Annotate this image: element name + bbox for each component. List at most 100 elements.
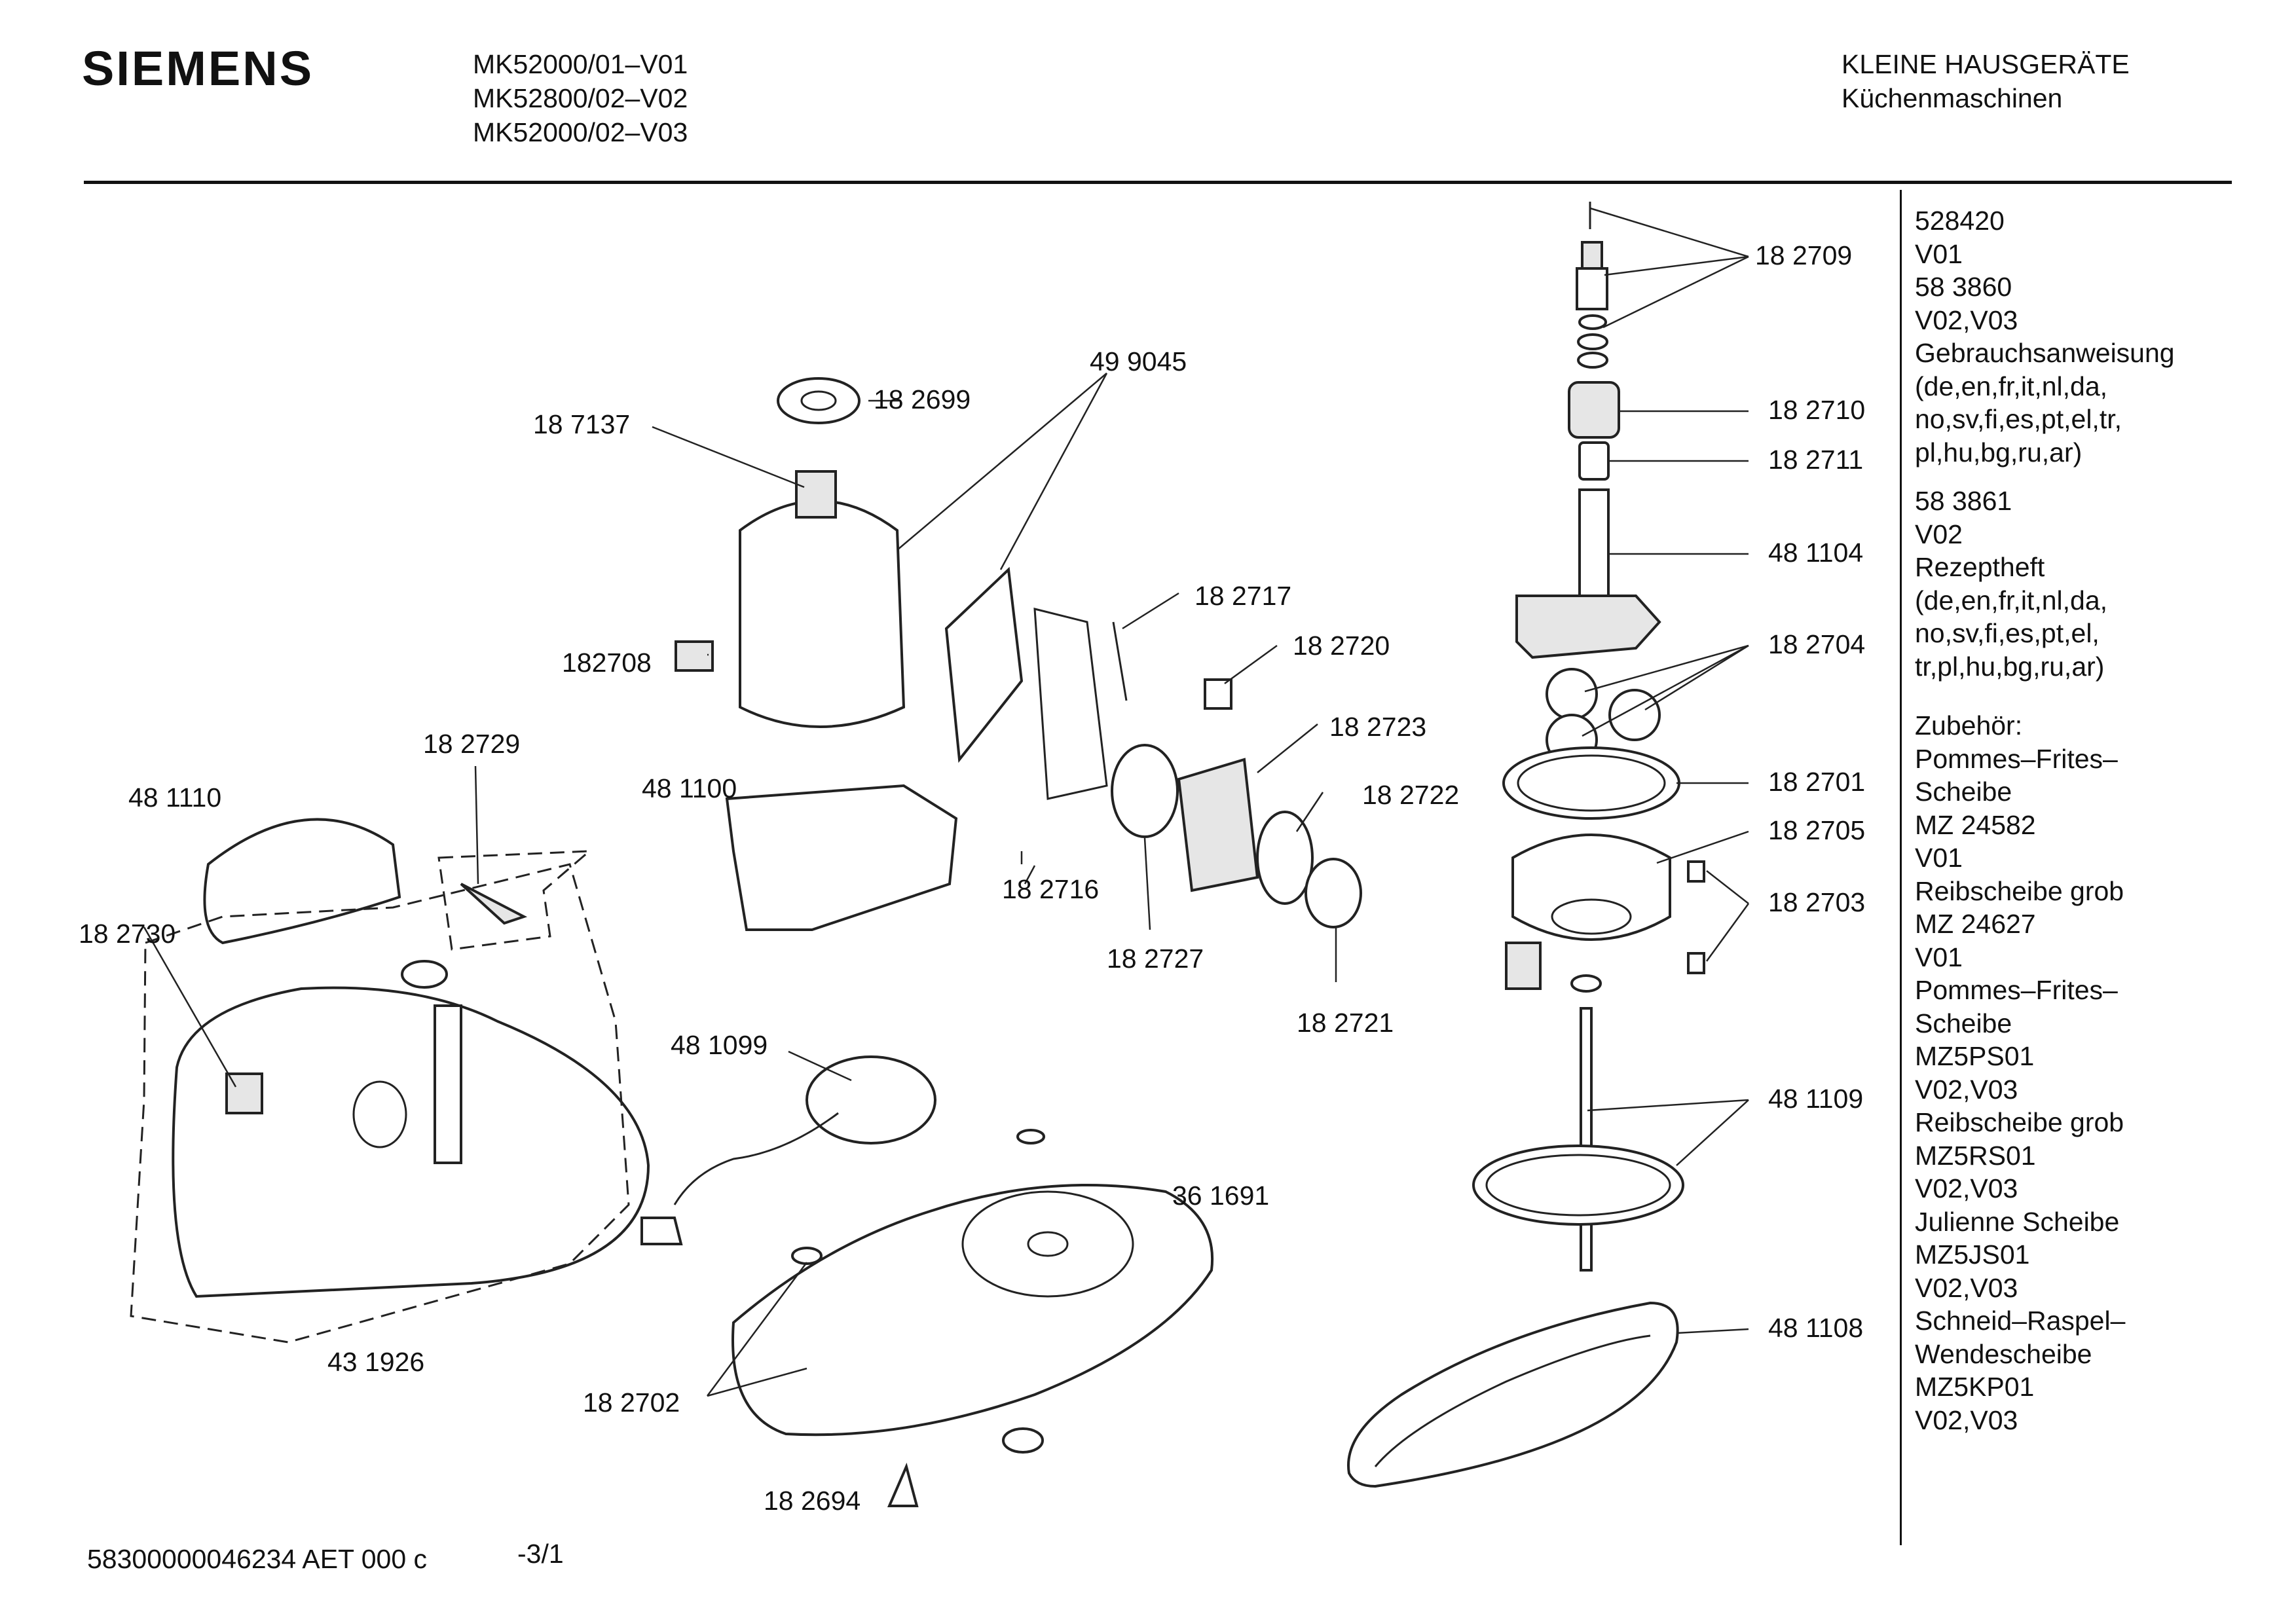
drive-shaft-assembly xyxy=(1515,202,1661,659)
sidebar-group-accessories: Zubehör: Pommes–Frites– Scheibe MZ 24582… xyxy=(1915,709,2282,1437)
sidebar-line: Rezeptheft xyxy=(1915,552,2045,582)
base-assembly xyxy=(640,1055,1214,1507)
sidebar-divider xyxy=(1900,190,1902,1545)
part-number-label: 18 2716 xyxy=(1002,874,1099,904)
sidebar-line: MZ5JS01 xyxy=(1915,1239,2030,1270)
parts-sidebar: 528420 V01 58 3860 V02,V03 Gebrauchsanwe… xyxy=(1915,204,2282,1437)
part-number-label: 182708 xyxy=(562,648,652,678)
sidebar-line: V02,V03 xyxy=(1915,1404,2018,1435)
part-number-label: 18 2709 xyxy=(1755,240,1852,270)
sidebar-line: Julienne Scheibe xyxy=(1915,1206,2120,1237)
part-number-label: 18 7137 xyxy=(533,409,630,439)
sidebar-line: V02 xyxy=(1915,519,1963,549)
bushing xyxy=(1687,952,1705,974)
category-heading: KLEINE HAUSGERÄTE Küchenmaschinen xyxy=(1842,47,2130,115)
shaft-flange xyxy=(1515,595,1661,659)
bushing xyxy=(1578,441,1610,481)
circuit-board xyxy=(944,566,1024,763)
part-number-label: 18 2730 xyxy=(79,919,176,949)
header-divider xyxy=(84,181,2232,184)
spring xyxy=(401,960,448,989)
base-plate xyxy=(731,1184,1214,1437)
coupling-sleeve xyxy=(1568,381,1620,439)
gear-housing-hub xyxy=(1551,898,1632,935)
washer xyxy=(1570,974,1602,993)
belt-pulley-inner xyxy=(1485,1154,1671,1217)
part-number-label: 18 2704 xyxy=(1768,629,1865,659)
part-number-label: 48 1110 xyxy=(128,782,221,813)
motor-cover xyxy=(725,784,958,931)
damper-foot xyxy=(887,1462,919,1507)
document-code: 58300000046234 AET 000 c xyxy=(87,1544,428,1574)
switch-assembly-outline xyxy=(437,850,593,951)
part-number-label: 18 2701 xyxy=(1768,767,1865,797)
fan-wheel xyxy=(961,1190,1134,1298)
housing-column xyxy=(434,1004,462,1164)
brand-logo: SIEMENS xyxy=(82,41,314,96)
part-number-label: 18 2729 xyxy=(423,729,520,759)
ring-gear-inner xyxy=(1517,754,1666,812)
sidebar-line: V01 xyxy=(1915,942,1963,972)
sidebar-line: V01 xyxy=(1915,843,1963,873)
part-number-label: 18 2711 xyxy=(1768,445,1863,475)
motor-assembly xyxy=(675,377,1362,928)
part-number-label: 18 2702 xyxy=(583,1387,680,1418)
sidebar-line: Reibscheibe grob xyxy=(1915,1107,2124,1137)
sidebar-line: Wendescheibe xyxy=(1915,1338,2092,1369)
sidebar-line: V02,V03 xyxy=(1915,1074,2018,1105)
sidebar-line: MZ 24627 xyxy=(1915,909,2036,939)
contact-spring xyxy=(1112,621,1128,701)
sidebar-spacer xyxy=(1915,469,2282,485)
housing-lid xyxy=(203,818,401,945)
part-labels: 18 2709 18 2710 18 2711 48 1104 18 2704 … xyxy=(79,240,1865,1516)
model-number: MK52000/02–V03 xyxy=(473,117,688,147)
sidebar-line: Scheibe xyxy=(1915,1008,2012,1038)
housing-assembly xyxy=(130,818,650,1344)
motor-cap xyxy=(777,377,861,424)
mains-plug xyxy=(640,1217,683,1245)
sidebar-line: MZ 24582 xyxy=(1915,809,2036,840)
part-number-label: 18 2703 xyxy=(1768,887,1865,917)
exploded-parts-diagram: 18 2709 18 2710 18 2711 48 1104 18 2704 … xyxy=(79,202,1865,1516)
sidebar-line: MZ5PS01 xyxy=(1915,1041,2035,1071)
sidebar-line: Reibscheibe grob xyxy=(1915,875,2124,906)
part-number-label: 18 2721 xyxy=(1297,1008,1394,1038)
page-number: -3/1 xyxy=(517,1539,564,1569)
sidebar-line: 58 3861 xyxy=(1915,486,2012,516)
sidebar-line: Zubehör: xyxy=(1915,710,2023,741)
part-number-label: 18 2710 xyxy=(1768,395,1865,425)
sidebar-line: Schneid–Raspel– xyxy=(1915,1306,2126,1336)
switch-lever xyxy=(460,883,528,925)
main-housing xyxy=(172,986,650,1298)
washer xyxy=(1578,314,1607,330)
drive-shaft xyxy=(1580,1007,1593,1272)
sidebar-line: MZ5RS01 xyxy=(1915,1140,2036,1171)
part-number-label: 18 2705 xyxy=(1768,815,1865,845)
gear-set xyxy=(1347,668,1705,1488)
sidebar-line: V02,V03 xyxy=(1915,1173,2018,1203)
sidebar-line: Pommes–Frites– xyxy=(1915,975,2118,1005)
gear xyxy=(1608,689,1661,741)
fan-hub xyxy=(1027,1231,1069,1257)
switch-contact xyxy=(1204,678,1232,710)
part-number-label: 36 1691 xyxy=(1172,1181,1269,1211)
part-number-label: 18 2717 xyxy=(1194,581,1291,611)
sidebar-line: 58 3860 xyxy=(1915,272,2012,302)
motor-body xyxy=(739,500,906,728)
belt-pulley xyxy=(1472,1145,1684,1226)
gasket xyxy=(1256,811,1314,905)
sidebar-line: MZ5KP01 xyxy=(1915,1372,2035,1402)
ring-gear xyxy=(1502,746,1680,820)
rubber-foot xyxy=(791,1247,823,1265)
coupling-top xyxy=(1581,241,1603,271)
sidebar-group-manual: 528420 V01 58 3860 V02,V03 Gebrauchsanwe… xyxy=(1915,204,2282,469)
part-number-label: 18 2723 xyxy=(1329,712,1426,742)
part-number-label: 48 1099 xyxy=(671,1030,768,1060)
part-number-label: 48 1108 xyxy=(1768,1313,1863,1343)
model-number: MK52000/01–V01 xyxy=(473,49,688,79)
part-number-label: 18 2720 xyxy=(1293,631,1390,661)
sidebar-line: pl,hu,bg,ru,ar) xyxy=(1915,437,2083,467)
sidebar-line: V02,V03 xyxy=(1915,1272,2018,1303)
part-number-label: 48 1109 xyxy=(1768,1084,1863,1114)
sidebar-line: V01 xyxy=(1915,238,1963,269)
